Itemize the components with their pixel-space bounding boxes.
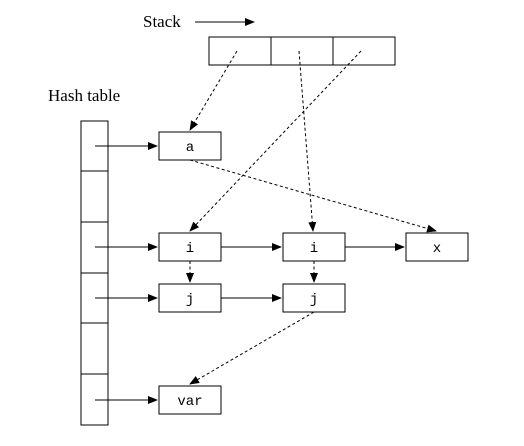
node-j-second-label: j: [310, 292, 318, 308]
node-a-label: a: [186, 140, 194, 156]
stack-2-to-i-dashed-arrow: [298, 50, 317, 232]
stack: [208, 36, 396, 66]
node-a-box: [158, 131, 222, 161]
stack-label: Stack: [143, 12, 181, 31]
node-j-second-box: [282, 283, 346, 313]
node-x: x: [405, 232, 469, 262]
node-var-box: [158, 385, 222, 415]
node-i-second: i: [282, 232, 346, 262]
node-x-label: x: [433, 241, 441, 257]
hash-bucket-2: [80, 170, 109, 223]
node-i-first: i: [158, 232, 222, 262]
j-to-var-dashed-arrow: [189, 311, 315, 385]
stack-cell-2: [270, 36, 334, 66]
node-i-second-box: [282, 232, 346, 262]
stack-cell-3: [332, 36, 396, 66]
node-var: var: [158, 385, 222, 415]
hash-table-label: Hash table: [48, 86, 120, 105]
stack-cell-1: [208, 36, 272, 66]
node-j-first-label: j: [186, 292, 194, 308]
node-i-second-label: i: [310, 241, 318, 257]
node-j-second: j: [282, 283, 346, 313]
stack-3-to-i-dashed-arrow: [189, 50, 362, 232]
node-a: a: [158, 131, 222, 161]
node-j-first: j: [158, 283, 222, 313]
hash-bucket-5: [80, 322, 109, 375]
node-x-box: [405, 232, 469, 262]
a-to-x-dashed-arrow: [189, 159, 437, 233]
hash-table: [80, 120, 109, 426]
node-i-first-label: i: [186, 241, 194, 257]
stack-1-to-a-dashed-arrow: [189, 50, 238, 131]
node-i-first-box: [158, 232, 222, 262]
node-var-label: var: [177, 394, 202, 410]
